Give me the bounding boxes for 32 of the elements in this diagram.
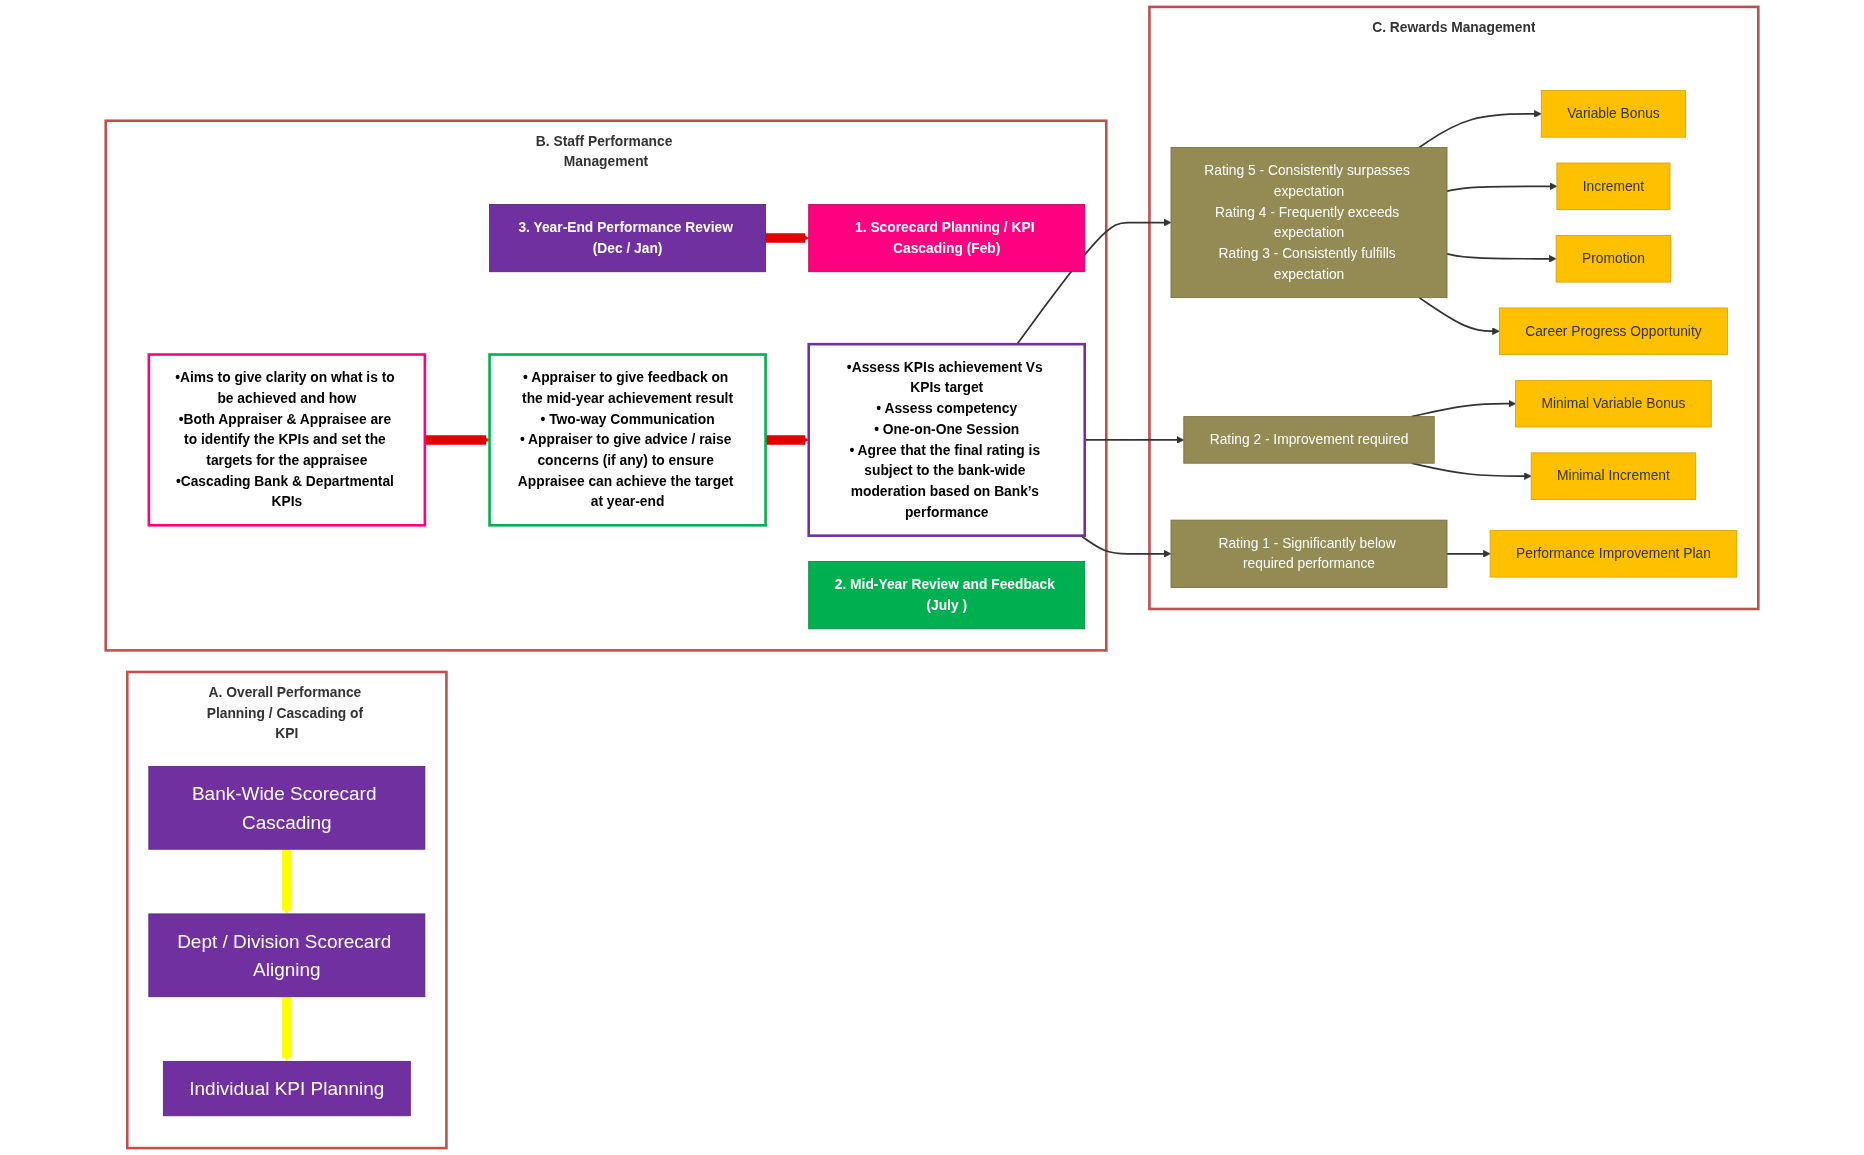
node-box (147, 353, 427, 527)
arrow (1418, 110, 1542, 149)
node-box (148, 766, 426, 850)
cluster (125, 670, 448, 1150)
arrow (1446, 550, 1491, 558)
node-box (1489, 530, 1738, 578)
node-box (1170, 519, 1448, 588)
node-box (489, 204, 766, 273)
node-box (1530, 452, 1697, 500)
arrow (1418, 296, 1500, 336)
arrow (282, 996, 292, 1062)
node-box (488, 353, 767, 527)
node-box (1170, 147, 1448, 298)
node-box (148, 913, 426, 998)
node-box (1555, 235, 1672, 283)
node-box (1183, 416, 1435, 464)
arrow (1446, 182, 1558, 193)
arrow (424, 435, 490, 445)
node-box (1515, 379, 1712, 428)
node-box (807, 342, 1087, 537)
arrow (1080, 534, 1172, 558)
arrow (1446, 253, 1557, 263)
cluster (1148, 5, 1760, 611)
cluster (104, 119, 1108, 652)
arrow (282, 849, 292, 915)
arrow (764, 233, 810, 243)
node-box (1556, 162, 1671, 211)
node-box (1540, 90, 1687, 138)
node-box (808, 561, 1086, 630)
node-box (808, 204, 1086, 273)
node-box (162, 1061, 411, 1117)
node-box (1498, 307, 1728, 355)
